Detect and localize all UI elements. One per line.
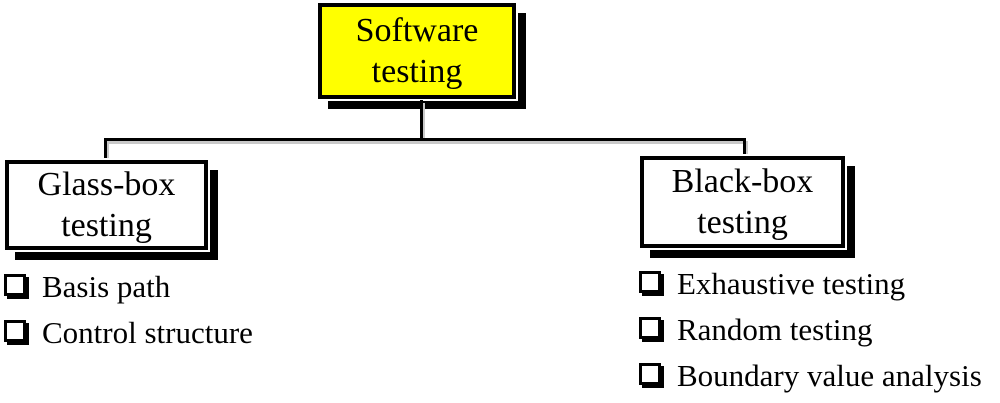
black-box-item-list: Exhaustive testing Random testing Bounda… xyxy=(639,261,1000,399)
square-bullet-icon xyxy=(4,273,26,296)
glass-box-testing-node: Glass-box testing xyxy=(5,160,208,250)
square-bullet-icon xyxy=(639,316,661,339)
connector-root-vertical-line xyxy=(420,100,423,138)
list-item-label: Basis path xyxy=(42,269,171,304)
connector-glass-box-vertical-line xyxy=(104,140,107,160)
list-item: Boundary value analysis xyxy=(639,353,1000,399)
software-testing-node: Software testing xyxy=(318,3,516,99)
software-testing-label: Software testing xyxy=(355,11,479,90)
square-bullet-icon xyxy=(639,362,661,385)
glass-box-item-list: Basis path Control structure xyxy=(4,264,424,356)
list-item-label: Control structure xyxy=(42,315,253,350)
black-box-testing-node: Black-box testing xyxy=(640,156,845,248)
square-bullet-icon xyxy=(4,319,26,342)
list-item: Basis path xyxy=(4,264,424,310)
connector-black-box-vertical-line xyxy=(743,140,746,156)
list-item-label: Exhaustive testing xyxy=(677,266,906,301)
list-item: Exhaustive testing xyxy=(639,261,1000,307)
list-item: Random testing xyxy=(639,307,1000,353)
list-item: Control structure xyxy=(4,310,424,356)
glass-box-testing-label: Glass-box testing xyxy=(37,165,176,244)
list-item-label: Random testing xyxy=(677,312,873,347)
square-bullet-icon xyxy=(639,270,661,293)
black-box-testing-label: Black-box testing xyxy=(671,162,814,241)
list-item-label: Boundary value analysis xyxy=(677,358,982,393)
connector-horizontal-line xyxy=(104,138,746,141)
